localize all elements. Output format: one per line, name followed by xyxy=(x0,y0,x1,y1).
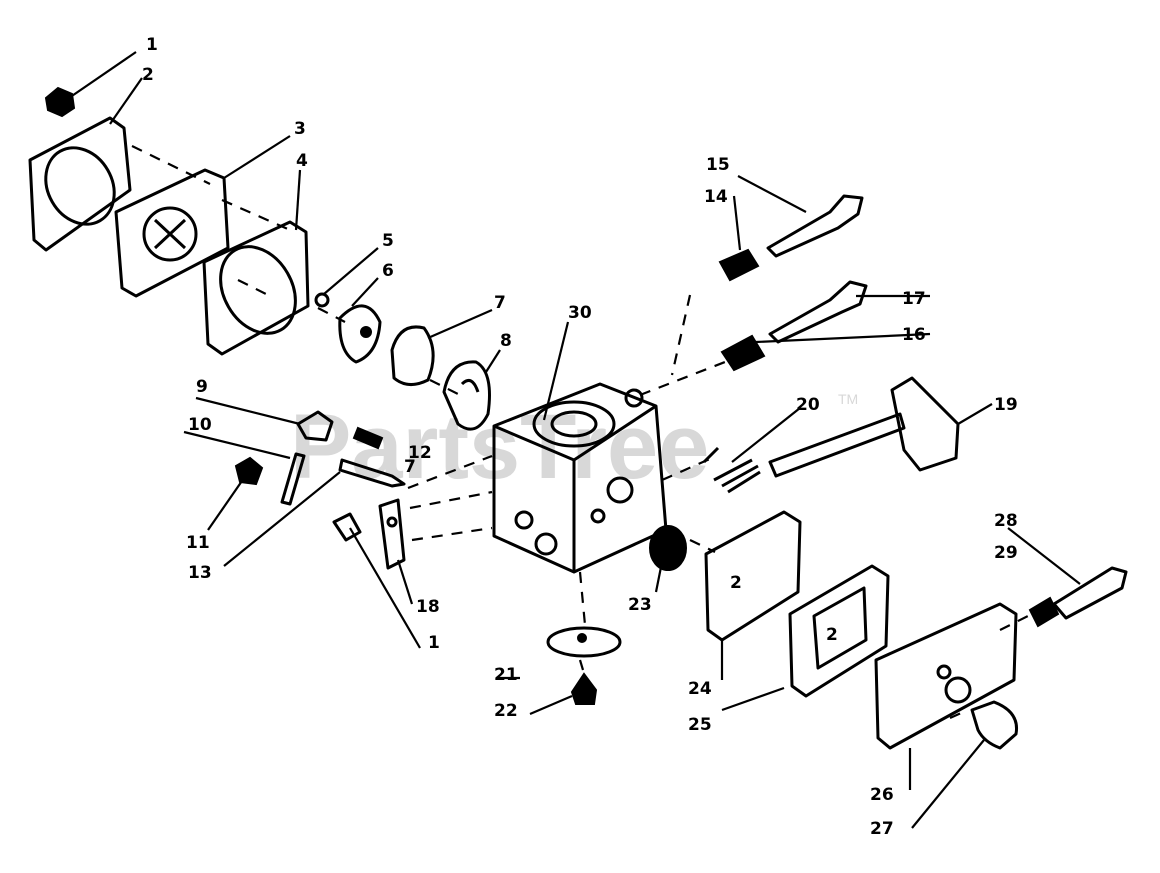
callout-leaders xyxy=(65,51,1081,829)
alignment-lines xyxy=(131,145,1033,720)
part-10-pin xyxy=(280,452,306,506)
callout-1: 1 xyxy=(146,35,158,55)
part-12-spring xyxy=(352,426,384,450)
part-22-screw xyxy=(570,672,598,705)
callout-27: 27 xyxy=(870,819,894,839)
callout-5: 5 xyxy=(382,231,394,251)
part-30-carburetor-body xyxy=(492,382,668,574)
part-15-idle-screw xyxy=(766,194,864,258)
callout-12: 12 xyxy=(408,443,432,463)
part-9-fitting xyxy=(296,410,334,442)
part-11-plug xyxy=(234,456,264,486)
callout-18: 18 xyxy=(416,597,440,617)
callout-25: 25 xyxy=(688,715,712,735)
part-26-cover xyxy=(874,602,1018,750)
part-18-bracket xyxy=(332,498,406,570)
callout-3: 3 xyxy=(294,119,306,139)
callout-16: 16 xyxy=(902,325,926,345)
callout-30: 30 xyxy=(568,303,592,323)
part-5-inlet-needle xyxy=(314,292,330,308)
callout-22: 22 xyxy=(494,701,518,721)
callout-20: 20 xyxy=(796,395,820,415)
callout-10: 10 xyxy=(188,415,212,435)
part-4-gasket xyxy=(202,220,310,356)
partstree-watermark: PartsTree xyxy=(290,396,709,498)
callout-4: 4 xyxy=(296,151,308,171)
part-24-mark: 2 xyxy=(730,573,742,593)
watermark-tm: TM xyxy=(838,391,858,407)
callout-11: 11 xyxy=(186,533,210,553)
part-19-throttle-shaft xyxy=(768,376,960,478)
part-23-screen xyxy=(649,525,687,571)
callout-26: 26 xyxy=(870,785,894,805)
callout-9: 9 xyxy=(196,377,208,397)
part-14-spring xyxy=(718,248,760,282)
part-17-mixture-screw xyxy=(768,280,868,344)
callout-labels: 1 2 3 4 5 6 7 8 9 10 11 12 13 14 15 16 1… xyxy=(142,35,1018,839)
callout-15: 15 xyxy=(706,155,730,175)
callout-29: 29 xyxy=(994,543,1018,563)
part-2-cover-plate xyxy=(28,116,132,252)
part-24-gasket: 2 xyxy=(704,510,802,642)
callout-8: 8 xyxy=(500,331,512,351)
part-7-diaphragm xyxy=(390,325,435,386)
callout-17: 17 xyxy=(902,289,926,309)
callout-13: 13 xyxy=(188,563,212,583)
part-25-diaphragm: 2 xyxy=(788,564,890,698)
part-20-spring xyxy=(702,446,761,494)
part-6-metering-lever xyxy=(338,304,382,364)
callout-6: 6 xyxy=(382,261,394,281)
part-7-mark: 7 xyxy=(404,457,416,477)
callout-14: 14 xyxy=(704,187,728,207)
callout-2: 2 xyxy=(142,65,154,85)
part-1-screw xyxy=(44,86,76,118)
part-28-adjust-screw xyxy=(1052,566,1128,620)
callout-21: 21 xyxy=(494,665,518,685)
part-13-needle-valve xyxy=(338,458,406,488)
callout-7: 7 xyxy=(494,293,506,313)
callout-23: 23 xyxy=(628,595,652,615)
callout-24: 24 xyxy=(688,679,712,699)
callout-28: 28 xyxy=(994,511,1018,531)
part-8-gasket xyxy=(442,360,491,431)
part-16-spring xyxy=(720,334,766,372)
part-21-check-valve-disc xyxy=(546,626,622,658)
part-25-mark: 2 xyxy=(826,625,838,645)
part-29-spring xyxy=(1028,596,1060,628)
callout-1-second: 1 xyxy=(428,633,440,653)
part-27-screw xyxy=(970,700,1019,750)
part-3-pump-diaphragm xyxy=(114,168,230,298)
callout-19: 19 xyxy=(994,395,1018,415)
